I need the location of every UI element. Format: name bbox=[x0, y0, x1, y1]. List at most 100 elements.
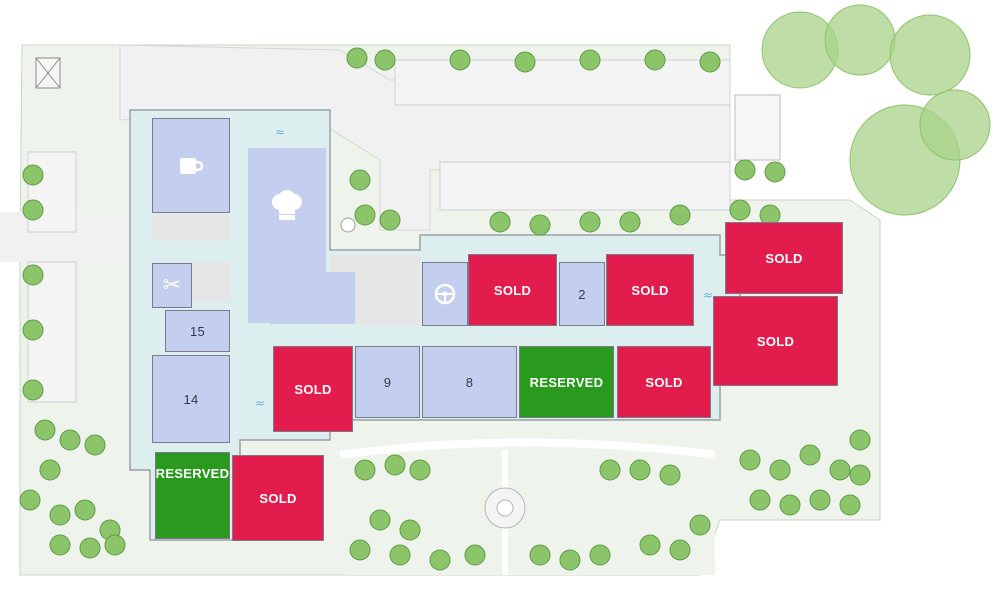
tree bbox=[429, 549, 451, 571]
tree bbox=[22, 319, 44, 341]
tree bbox=[84, 434, 106, 456]
tree bbox=[19, 489, 41, 511]
unit-status-label: SOLD bbox=[765, 250, 803, 266]
unit-9[interactable]: 9 bbox=[355, 346, 420, 418]
parking-lot-middle bbox=[439, 161, 731, 211]
tree bbox=[849, 464, 871, 486]
unit-status-label: RESERVED bbox=[155, 466, 230, 481]
balcony-wave-icon: ≈ bbox=[274, 125, 286, 139]
unit-14[interactable]: 14 bbox=[152, 355, 230, 443]
tree bbox=[829, 459, 851, 481]
tree bbox=[579, 211, 601, 233]
tree bbox=[22, 264, 44, 286]
tree bbox=[384, 454, 406, 476]
unit-status-label: SOLD bbox=[756, 333, 795, 349]
tree bbox=[579, 49, 601, 71]
tree bbox=[559, 549, 581, 571]
tree bbox=[644, 49, 666, 71]
tree bbox=[22, 199, 44, 221]
garden-path bbox=[339, 438, 716, 459]
unit-status-label: SOLD bbox=[294, 381, 332, 397]
tree bbox=[39, 459, 61, 481]
unit-sold-6[interactable]: SOLD bbox=[617, 346, 711, 418]
unit-sold-10[interactable]: SOLD bbox=[273, 346, 353, 432]
unit-status-label: SOLD bbox=[493, 282, 532, 298]
tree bbox=[809, 489, 831, 511]
tree bbox=[374, 49, 396, 71]
tree bbox=[79, 537, 101, 559]
tree bbox=[49, 534, 71, 556]
tree bbox=[764, 161, 786, 183]
unit-reserved-13[interactable]: RESERVED bbox=[155, 452, 230, 539]
tree bbox=[409, 459, 431, 481]
tree bbox=[529, 544, 551, 566]
tree bbox=[769, 459, 791, 481]
tree bbox=[589, 544, 611, 566]
unit-sold-12[interactable]: SOLD bbox=[232, 455, 324, 541]
amenity-garage[interactable] bbox=[422, 262, 468, 326]
tree bbox=[22, 379, 44, 401]
unit-sold-5[interactable]: SOLD bbox=[713, 296, 838, 386]
tree bbox=[659, 464, 681, 486]
balcony-wave-icon: ≈ bbox=[254, 396, 266, 410]
tree bbox=[104, 534, 126, 556]
tree bbox=[739, 449, 761, 471]
tree bbox=[699, 51, 721, 73]
unit-sold-3[interactable]: SOLD bbox=[606, 254, 694, 326]
tree bbox=[629, 459, 651, 481]
unit-reserved-7[interactable]: RESERVED bbox=[519, 346, 614, 418]
corridor-main bbox=[230, 325, 720, 347]
coffee-cup-icon bbox=[178, 156, 204, 176]
unit-status-label: SOLD bbox=[259, 490, 297, 506]
tree bbox=[379, 209, 401, 231]
tree bbox=[749, 489, 771, 511]
tree bbox=[354, 459, 376, 481]
tree bbox=[639, 534, 661, 556]
tree bbox=[59, 429, 81, 451]
unit-8[interactable]: 8 bbox=[422, 346, 517, 418]
tree bbox=[389, 544, 411, 566]
unit-number-label: 8 bbox=[465, 374, 474, 390]
tree bbox=[346, 47, 368, 69]
tree bbox=[734, 159, 756, 181]
unit-2[interactable]: 2 bbox=[559, 262, 605, 326]
planter bbox=[340, 217, 356, 233]
parking-lot-north bbox=[394, 59, 731, 106]
tree bbox=[489, 211, 511, 233]
tree bbox=[514, 51, 536, 73]
chef-hat-icon bbox=[270, 189, 304, 222]
tree bbox=[669, 204, 691, 226]
corridor-west bbox=[230, 115, 250, 435]
unit-sold-1[interactable]: SOLD bbox=[468, 254, 557, 326]
tree bbox=[22, 164, 44, 186]
amenity-dining-annex bbox=[270, 272, 355, 324]
unit-number-label: 2 bbox=[578, 286, 586, 302]
unit-number-label: 14 bbox=[183, 391, 199, 407]
tree-layer bbox=[19, 47, 871, 571]
tree bbox=[529, 214, 551, 236]
service-structure bbox=[734, 94, 781, 161]
tree bbox=[839, 494, 861, 516]
steering-wheel-icon bbox=[433, 282, 457, 306]
unit-15[interactable]: 15 bbox=[165, 310, 230, 352]
unit-number-label: 15 bbox=[189, 323, 206, 339]
scissors-icon: ✂ bbox=[162, 273, 182, 298]
unit-status-label: SOLD bbox=[645, 374, 683, 390]
tree bbox=[619, 211, 641, 233]
unit-status-label: SOLD bbox=[631, 282, 669, 298]
tree bbox=[599, 459, 621, 481]
tree bbox=[464, 544, 486, 566]
tree bbox=[799, 444, 821, 466]
tree bbox=[74, 499, 96, 521]
tree bbox=[849, 429, 871, 451]
service-hatch-2 bbox=[192, 262, 230, 302]
tree bbox=[34, 419, 56, 441]
tree bbox=[49, 504, 71, 526]
tree bbox=[349, 539, 371, 561]
unit-number-label: 9 bbox=[383, 374, 392, 390]
tree bbox=[669, 539, 691, 561]
amenity-cafe[interactable] bbox=[152, 118, 230, 213]
amenity-salon[interactable]: ✂ bbox=[152, 263, 192, 308]
unit-sold-4[interactable]: SOLD bbox=[725, 222, 843, 294]
tree-cluster-large bbox=[761, 4, 991, 216]
